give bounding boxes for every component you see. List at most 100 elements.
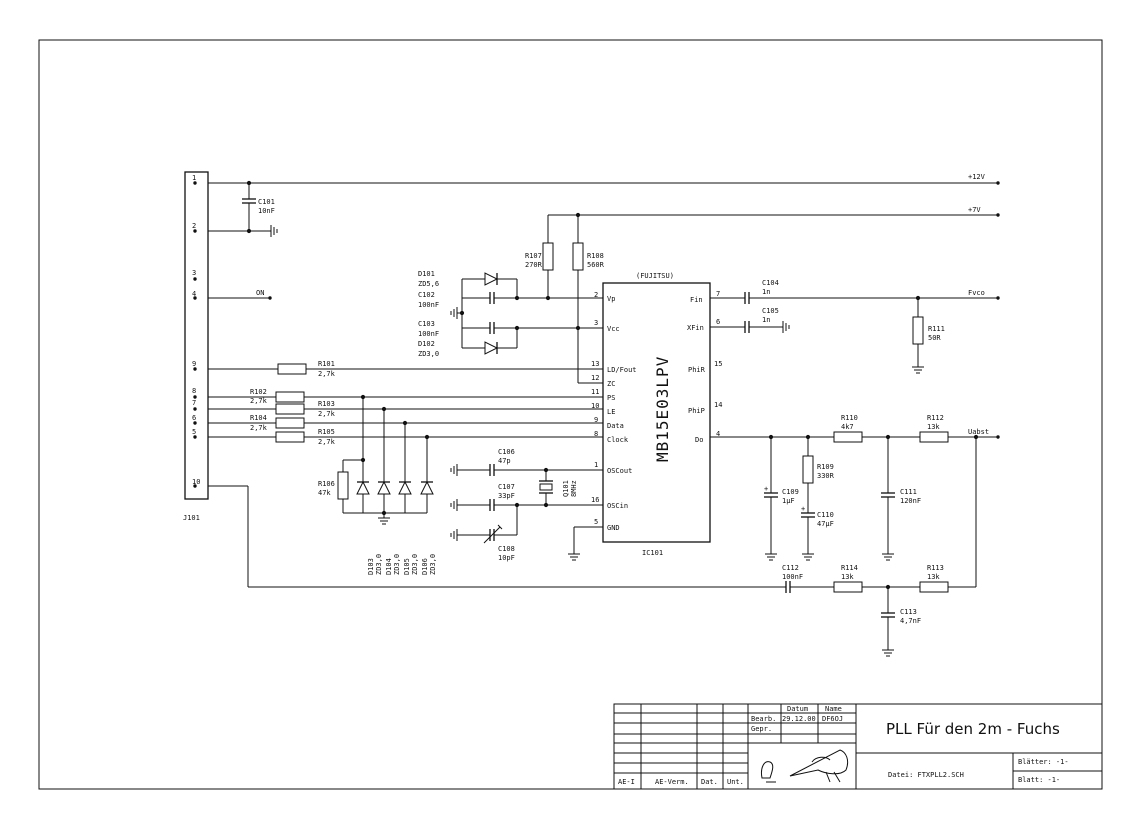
c107-value: 33pF — [498, 492, 515, 500]
fox-logo — [761, 749, 849, 783]
pin-name: PhiP — [688, 407, 705, 415]
c110-ref: C110 — [817, 511, 834, 519]
c109-ref: C109 — [782, 488, 799, 496]
pin-number: 16 — [591, 496, 599, 504]
c104-value: 1n — [762, 288, 770, 296]
c106-value: 47p — [498, 457, 511, 465]
c108-value: 10pF — [498, 554, 515, 562]
d102-value: ZD3,0 — [418, 350, 439, 358]
pin-number: 10 — [591, 402, 599, 410]
r113-value: 13k — [927, 573, 940, 581]
r104-value: 2,7k — [250, 424, 268, 432]
c111-ref: C111 — [900, 488, 917, 496]
ic101: (FUJITSU) MB15E03LPV IC101 Vp 2 Vcc 3 LD… — [591, 272, 722, 557]
net-label-on: ON — [256, 289, 264, 297]
pin-name: Data — [607, 422, 624, 430]
tb-title: PLL Für den 2m - Fuchs — [886, 720, 1060, 738]
pin-name: Fin — [690, 296, 703, 304]
pin-name: PS — [607, 394, 615, 402]
d106-value: ZD3,0 — [429, 554, 437, 575]
c102-value: 100nF — [418, 301, 439, 309]
d106-ref: D106 — [421, 558, 429, 575]
r110-value: 4k7 — [841, 423, 854, 431]
r105-value: 2,7k — [318, 438, 336, 446]
r112-value: 13k — [927, 423, 940, 431]
svg-text:+: + — [801, 505, 805, 513]
control-lines: R101 2,7k R102 2,7k R103 2,7k R104 2,7k … — [208, 360, 603, 446]
tb-blaetter: Blätter: -1- — [1018, 758, 1069, 766]
r103-ref: R103 — [318, 400, 335, 408]
d103-ref: D103 — [367, 558, 375, 575]
pin-label: 1 — [192, 174, 196, 182]
pin-name: ZC — [607, 380, 615, 388]
pin-name: PhiR — [688, 366, 706, 374]
net-label-fvco: Fvco — [968, 289, 985, 297]
tb-dat: Dat. — [701, 778, 718, 786]
r109-value: 330R — [817, 472, 835, 480]
pin-label: 4 — [192, 290, 196, 298]
pin-name: Do — [695, 436, 703, 444]
r108-value: 560R — [587, 261, 605, 269]
pin-label: 9 — [192, 360, 196, 368]
r109-ref: R109 — [817, 463, 834, 471]
tb-date: 29.12.00 — [782, 715, 816, 723]
pin-name: LD/Fout — [607, 366, 637, 374]
pin-name: LE — [607, 408, 615, 416]
c105-ref: C105 — [762, 307, 779, 315]
c103-value: 100nF — [418, 330, 439, 338]
loop-filter: Uabst R110 4k7 R112 13k + C109 1µF + R10… — [710, 414, 1000, 561]
capacitor-c101: C101 10nF — [208, 180, 278, 238]
ic-ref: IC101 — [642, 549, 663, 557]
q101-ref: Q101 — [562, 480, 570, 497]
r106-ref: R106 — [318, 480, 335, 488]
tb-name-header: Name — [825, 705, 842, 713]
d101-ref: D101 — [418, 270, 435, 278]
r103-value: 2,7k — [318, 410, 336, 418]
pin-label: 3 — [192, 269, 196, 277]
d105-ref: D105 — [403, 558, 411, 575]
pin-number: 12 — [591, 374, 599, 382]
c113-ref: C113 — [900, 608, 917, 616]
pin-name: OSCin — [607, 502, 628, 510]
connector-ref: J101 — [183, 514, 200, 522]
r110-ref: R110 — [841, 414, 858, 422]
pin-label: 10 — [192, 478, 200, 486]
net-label-7v: +7V — [968, 206, 981, 214]
c101-value: 10nF — [258, 207, 275, 215]
pin-number: 6 — [716, 318, 720, 326]
pin-number: 15 — [714, 360, 722, 368]
net-label-uabst: Uabst — [968, 428, 989, 436]
tb-gepr: Gepr. — [751, 725, 772, 733]
on-line: ON — [208, 289, 272, 300]
r101-ref: R101 — [318, 360, 335, 368]
c109-value: 1µF — [782, 497, 795, 505]
d104-value: ZD3,0 — [393, 554, 401, 575]
pin-number: 14 — [714, 401, 722, 409]
d101-value: ZD5,6 — [418, 280, 439, 288]
c112-value: 100nF — [782, 573, 803, 581]
net-label-12v: +12V — [968, 173, 986, 181]
pin-number: 5 — [594, 518, 598, 526]
pin10-feedback: C112 100nF R114 13k R113 13k C113 4,7nF — [208, 437, 977, 657]
oscillator: C106 47p Q101 8MHz C107 33pF C108 10pF — [450, 448, 603, 562]
r107-ref: R107 — [525, 252, 542, 260]
r113-ref: R113 — [927, 564, 944, 572]
resistor-r108: R108 560R — [572, 215, 605, 384]
c106-ref: C106 — [498, 448, 515, 456]
r107-value: 270R — [525, 261, 543, 269]
r111-ref: R111 — [928, 325, 945, 333]
c105-value: 1n — [762, 316, 770, 324]
d105-value: ZD3,0 — [411, 554, 419, 575]
tb-datum-header: Datum — [787, 705, 808, 713]
r101-value: 2,7k — [318, 370, 336, 378]
ic-maker: (FUJITSU) — [636, 272, 674, 280]
c101-ref: C101 — [258, 198, 275, 206]
r108-ref: R108 — [587, 252, 604, 260]
tb-unt: Unt. — [727, 778, 744, 786]
c111-value: 120nF — [900, 497, 921, 505]
rf-input: C104 1n Fvco C105 1n R111 50R — [710, 279, 1000, 374]
c110-value: 47µF — [817, 520, 834, 528]
pin-number: 4 — [716, 430, 720, 438]
pin-label: 6 — [192, 414, 196, 422]
